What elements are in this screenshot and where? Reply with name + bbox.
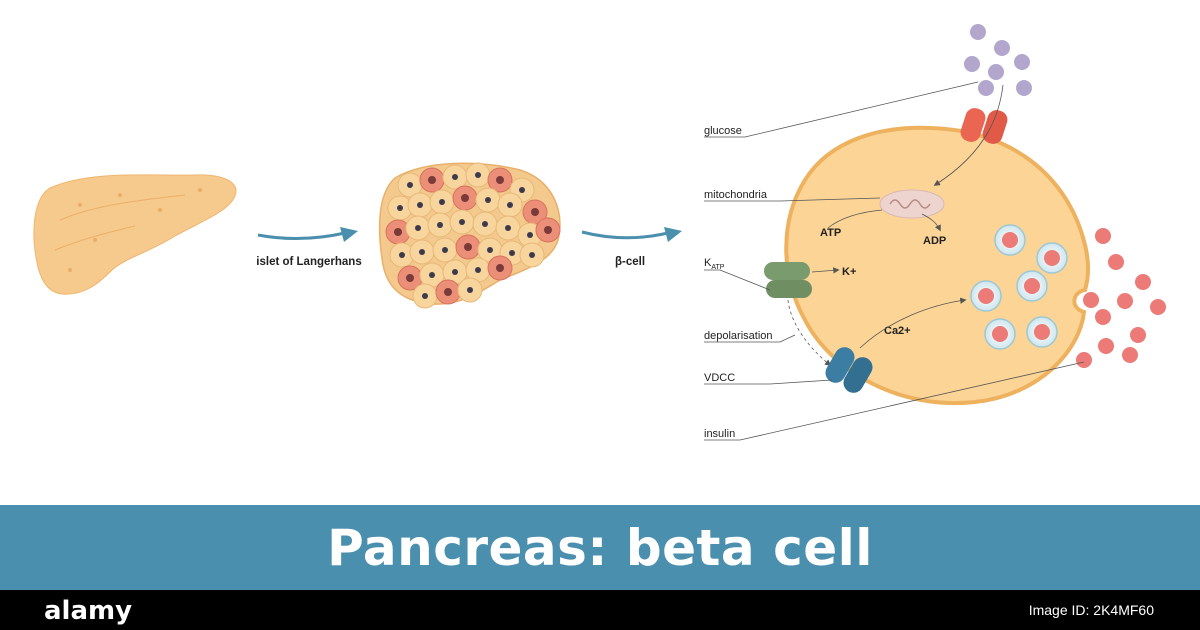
islet-cell-nucleus xyxy=(417,202,423,208)
islet-cell-nucleus xyxy=(429,272,435,278)
islet-cell-nucleus xyxy=(544,226,552,234)
insulin-molecule xyxy=(1135,274,1151,290)
islet-cell-nucleus xyxy=(487,247,493,253)
insulin-molecule xyxy=(1122,347,1138,363)
adp-label: ADP xyxy=(923,235,946,247)
insulin-molecule xyxy=(1130,327,1146,343)
islet-cell-nucleus xyxy=(415,225,421,231)
insulin-granule-core xyxy=(1002,232,1018,248)
katp-channel xyxy=(764,262,812,298)
islet-cell-nucleus xyxy=(406,274,414,282)
arrow-to-islet xyxy=(257,231,346,241)
islet-cell-nucleus xyxy=(527,232,533,238)
islet-cell-nucleus xyxy=(505,225,511,231)
beta-cell-label: β-cell xyxy=(615,256,645,268)
glucose-molecule xyxy=(964,56,980,72)
insulin-molecule xyxy=(1076,352,1092,368)
islet-cell-nucleus xyxy=(507,202,513,208)
callout-depolarisation: depolarisation xyxy=(704,330,773,342)
page-title: Pancreas: beta cell xyxy=(327,518,873,577)
islet-cell-nucleus xyxy=(439,199,445,205)
islet-cell-nucleus xyxy=(496,264,504,272)
islet-cell-nucleus xyxy=(419,249,425,255)
islet-cell-nucleus xyxy=(509,250,515,256)
footer-bar: alamy Image ID: 2K4MF60 xyxy=(0,590,1200,630)
islet-cell-nucleus xyxy=(529,252,535,258)
islet-cell-nucleus xyxy=(485,197,491,203)
islet-cell-nucleus xyxy=(459,219,465,225)
beta-cell-diagram: islet of Langerhans β-cell ATP ADP K+ Ca… xyxy=(33,24,1166,441)
glucose-transporter xyxy=(960,108,1008,144)
mitochondrion xyxy=(879,189,945,219)
islet-cell-nucleus xyxy=(482,221,488,227)
callout-mitochondria: mitochondria xyxy=(704,189,768,201)
islet-cell-nucleus xyxy=(394,228,402,236)
islet-cell-nucleus xyxy=(437,222,443,228)
callout-lines xyxy=(704,81,1085,441)
islet-cell-nucleus xyxy=(519,187,525,193)
islet-cell-nucleus xyxy=(422,293,428,299)
islet-cell-nucleus xyxy=(444,288,452,296)
insulin-granules xyxy=(970,224,1068,350)
islet-cell-nucleus xyxy=(442,247,448,253)
glucose-molecule xyxy=(994,40,1010,56)
glucose-molecule xyxy=(1014,54,1030,70)
released-insulin xyxy=(1076,228,1166,368)
islet-cell-nucleus xyxy=(496,176,504,184)
islet-cell-nucleus xyxy=(461,194,469,202)
islet-cell-nucleus xyxy=(407,182,413,188)
islet-cell-nucleus xyxy=(531,208,539,216)
k-plus-label: K+ xyxy=(842,266,856,278)
insulin-molecule xyxy=(1095,309,1111,325)
islet-cell-nucleus xyxy=(475,267,481,273)
image-id: Image ID: 2K4MF60 xyxy=(1028,602,1154,618)
insulin-granule-core xyxy=(978,288,994,304)
glucose-molecule xyxy=(970,24,986,40)
insulin-molecule xyxy=(1150,299,1166,315)
callout-vdcc: VDCC xyxy=(704,372,735,384)
insulin-granule-core xyxy=(992,326,1008,342)
insulin-molecule xyxy=(1095,228,1111,244)
vdcc-channel xyxy=(825,347,873,393)
islet-of-langerhans xyxy=(378,162,561,309)
islet-cell-nucleus xyxy=(397,205,403,211)
glucose-molecule xyxy=(978,80,994,96)
glucose-molecule xyxy=(988,64,1004,80)
islet-cell-nucleus xyxy=(475,172,481,178)
brand-logo: alamy xyxy=(44,596,133,626)
islet-cell-nucleus xyxy=(399,252,405,258)
islet-cell-nucleus xyxy=(464,243,472,251)
insulin-molecule xyxy=(1098,338,1114,354)
glucose-molecules xyxy=(964,24,1032,96)
insulin-granule-core xyxy=(1024,278,1040,294)
arrow-to-beta-cell xyxy=(581,230,669,240)
callout-katp: KATP xyxy=(704,257,725,271)
title-banner: Pancreas: beta cell xyxy=(0,505,1200,590)
calcium-label: Ca2+ xyxy=(884,325,911,337)
insulin-granule-core xyxy=(1044,250,1060,266)
islet-cell-nucleus xyxy=(452,174,458,180)
insulin-molecule xyxy=(1083,292,1099,308)
pancreas-organ xyxy=(33,174,237,295)
atp-label: ATP xyxy=(820,227,841,239)
insulin-molecule xyxy=(1108,254,1124,270)
islet-cell-nucleus xyxy=(467,287,473,293)
islet-cell-nucleus xyxy=(452,269,458,275)
islet-cell-nucleus xyxy=(428,176,436,184)
glucose-molecule xyxy=(1016,80,1032,96)
insulin-granule-core xyxy=(1034,324,1050,340)
insulin-molecule xyxy=(1117,293,1133,309)
callout-insulin: insulin xyxy=(704,428,735,440)
callout-glucose: glucose xyxy=(704,125,742,137)
islet-label: islet of Langerhans xyxy=(256,256,361,268)
